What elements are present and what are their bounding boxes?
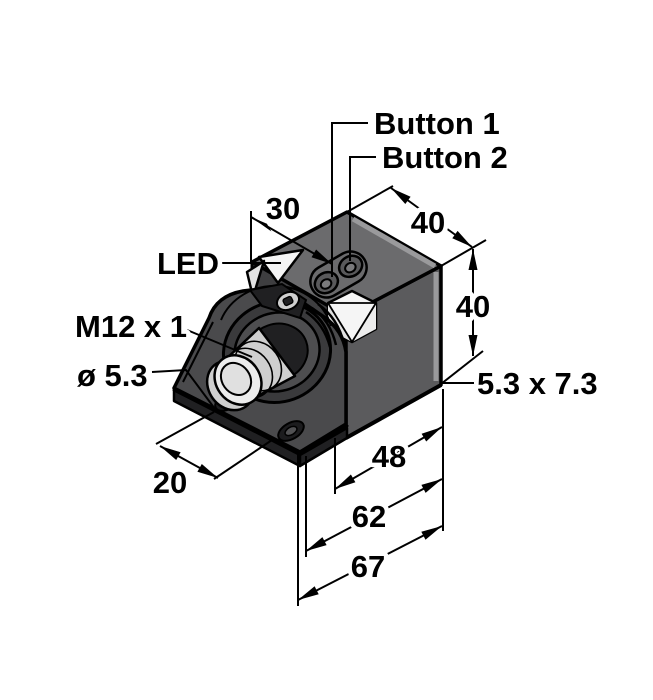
label-button2: Button 2 (382, 140, 508, 175)
dim-30-arrow-a (251, 217, 272, 232)
label-slot-size: 5.3 x 7.3 (477, 366, 598, 401)
dim-48-value: 48 (372, 439, 406, 474)
dim-62-value: 62 (352, 499, 386, 534)
dim-48-arrow-b (421, 427, 442, 442)
dim-40-right: 40 (440, 249, 495, 385)
button2-leader (349, 156, 376, 261)
dim-40-right-arrow-bottom (468, 335, 478, 356)
callout-button2: Button 2 (349, 136, 512, 261)
dim-40-right-arrow-top (468, 249, 478, 270)
led-indicator (245, 248, 305, 299)
button-2-dot (344, 261, 357, 274)
dim-62-arrow-a (306, 537, 327, 551)
dim-40-top-value: 40 (411, 205, 445, 240)
label-button1: Button 1 (374, 106, 500, 141)
dim-20-arrow-a (160, 446, 181, 460)
dim-40-right-ext (440, 350, 484, 385)
dim-40-top-arrow-a (391, 188, 411, 204)
body-bottom-edge (345, 383, 442, 440)
dim-67-line (297, 525, 443, 601)
button1-leader (331, 122, 368, 277)
connector-cap (213, 354, 263, 406)
dim-20-ext-b (213, 439, 273, 480)
dim-67-value: 67 (351, 549, 385, 584)
label-thread: M12 x 1 (75, 309, 187, 344)
button-1-dot (319, 278, 333, 290)
thread-leader (186, 329, 253, 358)
dim-40-top-arrow-b (452, 230, 472, 247)
dim-20-value: 20 (153, 465, 187, 500)
button-bezel (309, 250, 368, 299)
led-facet-side (245, 259, 266, 299)
clamp-band (305, 302, 346, 348)
dim-67-arrow-a (298, 586, 319, 600)
clamp-screw (275, 290, 301, 312)
dim-30: 30 (250, 187, 333, 265)
dim-62: 62 (305, 456, 443, 557)
label-hole-diameter: ø 5.3 (77, 358, 148, 393)
dim-67-arrow-b (421, 526, 442, 540)
m12-connector (205, 282, 308, 412)
callout-led: LED (153, 242, 281, 286)
hole-leader (151, 368, 219, 414)
top-edge-chamfer (351, 216, 437, 269)
dim-48-arrow-a (335, 474, 356, 489)
dim-20-ext-a (155, 411, 215, 445)
callout-button1: Button 1 (331, 102, 504, 277)
dim-62-arrow-b (421, 479, 442, 493)
dim-40-top: 40 (346, 185, 487, 267)
dim-48: 48 (334, 426, 443, 494)
dim-20-arrow-b (197, 464, 218, 478)
callout-thread: M12 x 1 (71, 305, 253, 358)
dim-20: 20 (148, 411, 273, 505)
dim-40-top-ext-b (440, 239, 487, 267)
base-skirt-right (298, 426, 349, 468)
dim-30-value: 30 (266, 191, 300, 226)
led-facet-top (257, 248, 305, 285)
dim-40-top-ext-a (346, 185, 394, 213)
label-led: LED (157, 246, 219, 281)
callout-hole: ø 5.3 (73, 354, 219, 414)
buttons (309, 250, 368, 299)
mounting-hole-2 (277, 420, 305, 442)
dim-62-line (305, 478, 443, 552)
dim-67: 67 (297, 452, 443, 606)
callout-slot: 5.3 x 7.3 (440, 362, 602, 406)
dim-40-right-value: 40 (456, 289, 490, 324)
dim-30-arrow-b (311, 249, 332, 264)
marker-facet-lines (327, 302, 377, 343)
